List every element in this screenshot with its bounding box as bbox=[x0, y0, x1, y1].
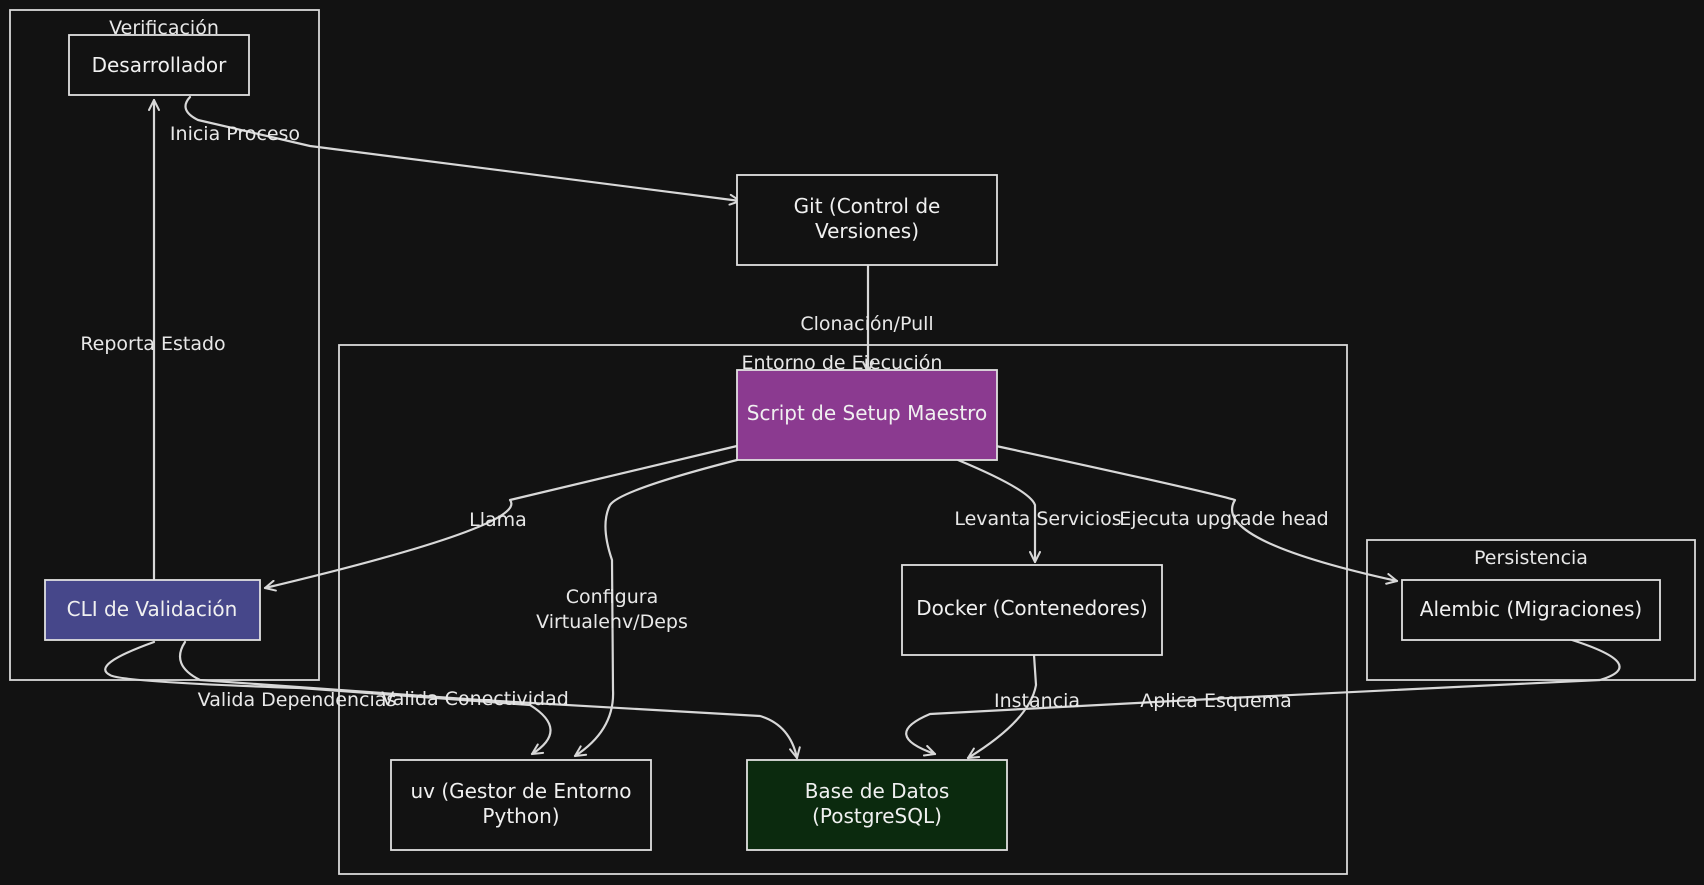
edge-label-valida-conectividad: Valida Conectividad bbox=[381, 688, 569, 710]
node-desarrollador[interactable]: Desarrollador bbox=[68, 34, 250, 96]
edge-label-aplica-esquema: Aplica Esquema bbox=[1140, 690, 1292, 712]
node-uv-label-line1: uv (Gestor de Entorno bbox=[410, 779, 631, 803]
node-cli-validacion[interactable]: CLI de Validación bbox=[44, 579, 261, 641]
node-db-box[interactable] bbox=[746, 759, 1008, 851]
node-desarrollador-label: Desarrollador bbox=[92, 53, 228, 77]
node-db-label-line1: Base de Datos bbox=[805, 779, 950, 803]
group-persistencia-title: Persistencia bbox=[1474, 547, 1588, 569]
edge-valida-conectividad bbox=[178, 640, 801, 760]
group-persistencia: Persistencia bbox=[1366, 539, 1696, 681]
node-alembic-box[interactable] bbox=[1401, 579, 1661, 641]
edge-label-reporta-estado: Reporta Estado bbox=[80, 333, 225, 355]
node-uv[interactable]: uv (Gestor de Entorno Python) bbox=[390, 759, 652, 851]
edge-aplica-esquema bbox=[905, 638, 1621, 757]
group-entorno-title: Entorno de Ejecución bbox=[742, 352, 943, 374]
node-script-setup[interactable]: Script de Setup Maestro bbox=[736, 369, 998, 461]
edge-label-llama: Llama bbox=[469, 509, 527, 531]
node-docker-label: Docker (Contenedores) bbox=[916, 596, 1147, 620]
group-persistencia-frame bbox=[1366, 539, 1696, 681]
edge-label-ejecuta-upgrade: Ejecuta upgrade head bbox=[1119, 508, 1328, 530]
node-db-label-line2: (PostgreSQL) bbox=[812, 804, 942, 828]
group-verificacion-title: Verificación bbox=[109, 17, 219, 39]
edge-label-instancia: Instancia bbox=[994, 690, 1080, 712]
node-git-label-line2: Versiones) bbox=[815, 219, 919, 243]
node-cli-label: CLI de Validación bbox=[67, 597, 238, 621]
group-verificacion-frame bbox=[9, 9, 320, 681]
edge-label-clonacion-pull: Clonación/Pull bbox=[800, 313, 933, 335]
group-verificacion: Verificación bbox=[9, 9, 320, 681]
node-git-label-line1: Git (Control de bbox=[794, 194, 941, 218]
group-entorno-frame bbox=[338, 344, 1348, 875]
node-git[interactable]: Git (Control de Versiones) bbox=[736, 174, 998, 266]
node-cli-box[interactable] bbox=[44, 579, 261, 641]
node-docker[interactable]: Docker (Contenedores) bbox=[901, 564, 1163, 656]
node-desarrollador-box[interactable] bbox=[68, 34, 250, 96]
edge-llama bbox=[263, 444, 739, 592]
edge-valida-dependencias bbox=[104, 640, 552, 756]
edge-inicia-proceso bbox=[184, 95, 742, 206]
node-uv-label-line2: Python) bbox=[482, 804, 559, 828]
edges bbox=[104, 95, 1621, 760]
node-docker-box[interactable] bbox=[901, 564, 1163, 656]
node-alembic[interactable]: Alembic (Migraciones) bbox=[1401, 579, 1661, 641]
edge-label-configura-line1: Configura bbox=[566, 586, 658, 608]
node-git-box[interactable] bbox=[736, 174, 998, 266]
node-alembic-label: Alembic (Migraciones) bbox=[1420, 597, 1642, 621]
node-script-label: Script de Setup Maestro bbox=[747, 401, 987, 425]
edge-labels: Inicia Proceso Clonación/Pull Reporta Es… bbox=[80, 123, 1328, 712]
node-uv-box[interactable] bbox=[390, 759, 652, 851]
group-entorno-ejecucion: Entorno de Ejecución bbox=[338, 344, 1348, 875]
edge-label-inicia-proceso: Inicia Proceso bbox=[170, 123, 300, 145]
node-script-box[interactable] bbox=[736, 369, 998, 461]
node-base-datos[interactable]: Base de Datos (PostgreSQL) bbox=[746, 759, 1008, 851]
edge-instancia bbox=[966, 653, 1038, 760]
edge-label-configura-line2: Virtualenv/Deps bbox=[536, 611, 688, 633]
edge-ejecuta-upgrade bbox=[994, 444, 1399, 585]
edge-levanta-servicios bbox=[956, 458, 1041, 564]
edge-configura bbox=[573, 458, 739, 758]
edge-label-valida-dependencias: Valida Dependencias bbox=[198, 689, 397, 711]
edge-label-levanta-servicios: Levanta Servicios bbox=[954, 508, 1121, 530]
